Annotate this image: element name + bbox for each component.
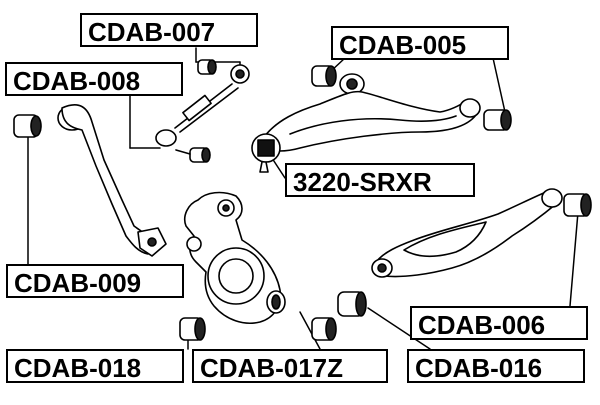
- lower-arm-outer-hole: [377, 263, 387, 273]
- part-label-cdab-017z: CDAB-017Z: [192, 349, 388, 383]
- bolt-007: [175, 149, 191, 155]
- lower-arm-inner-eye: [541, 188, 563, 208]
- bushing-007b-hole: [235, 69, 245, 79]
- part-label-cdab-005: CDAB-005: [331, 26, 509, 60]
- ball-joint-srxr: [257, 139, 275, 157]
- knuckle-hub-inner: [218, 258, 254, 294]
- bushing-006-face: [580, 193, 592, 217]
- part-label-3220-srxr: 3220-SRXR: [285, 163, 475, 197]
- bushing-018-face: [194, 317, 206, 341]
- bushing-009-face: [30, 115, 42, 137]
- upper-control-arm: [251, 65, 512, 173]
- knuckle-top-hole: [222, 204, 230, 212]
- leader-016: [367, 307, 431, 350]
- knuckle-bushing-inserted-face: [271, 294, 281, 310]
- lower-arm-inner: [403, 221, 487, 258]
- link-end: [155, 129, 177, 147]
- knuckle-left-eye: [186, 236, 202, 252]
- lower-control-arm: [371, 188, 592, 278]
- arm-rear-eye: [459, 98, 481, 118]
- link-sleeve: [182, 94, 212, 122]
- arm-end-bolt: [147, 237, 157, 247]
- lower-arm-body: [373, 191, 557, 278]
- part-label-cdab-007: CDAB-007: [80, 13, 258, 47]
- leader-005-right: [492, 57, 506, 113]
- arm-plate-detail: [289, 115, 457, 135]
- link-rod: [174, 83, 239, 133]
- part-label-cdab-008: CDAB-008: [5, 62, 183, 96]
- bushing-005a-face: [325, 65, 337, 87]
- bushing-017z-face: [325, 317, 337, 341]
- bushing-007c-face: [201, 147, 211, 163]
- adjustable-link: [155, 59, 250, 163]
- arm-front-eye-hole: [346, 78, 358, 90]
- ball-joint-stud: [259, 161, 269, 173]
- leader-006: [569, 211, 579, 307]
- arm-plate: [261, 90, 479, 152]
- part-label-cdab-009: CDAB-009: [6, 264, 184, 298]
- part-label-cdab-018: CDAB-018: [6, 349, 184, 383]
- bushing-016-face: [355, 291, 367, 317]
- leader-017z: [299, 311, 321, 350]
- part-label-cdab-016: CDAB-016: [407, 349, 585, 383]
- part-label-cdab-006: CDAB-006: [410, 306, 588, 340]
- knuckle-assembly: [179, 191, 367, 341]
- bushing-005b-face: [500, 109, 512, 131]
- bushing-007a-face: [207, 59, 217, 75]
- trailing-arm: [13, 104, 167, 257]
